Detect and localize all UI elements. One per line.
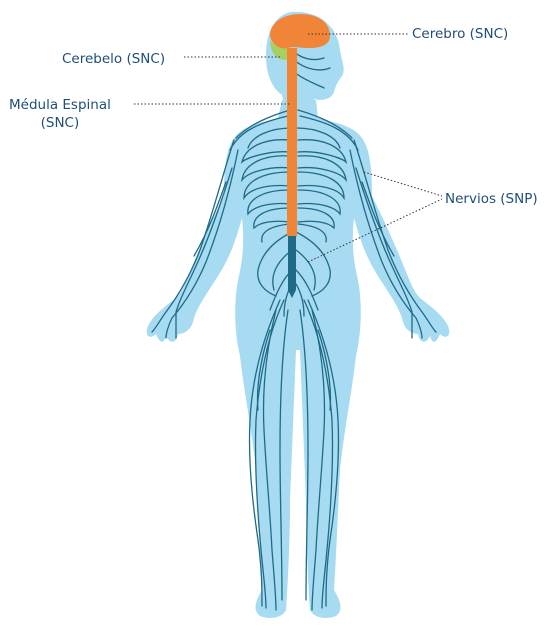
label-medula-line1: Médula Espinal: [9, 96, 111, 114]
label-cerebro: Cerebro (SNC): [412, 25, 508, 43]
spinal-cord-lower: [288, 236, 296, 298]
label-nervios: Nervios (SNP): [445, 190, 538, 208]
label-medula-line2: (SNC): [9, 114, 111, 132]
label-medula-espinal: Médula Espinal (SNC): [9, 96, 111, 132]
body-silhouette: [147, 12, 450, 618]
leader-line-nervios-arm: [364, 172, 442, 196]
spinal-cord: [287, 48, 297, 240]
label-cerebelo: Cerebelo (SNC): [62, 50, 165, 68]
